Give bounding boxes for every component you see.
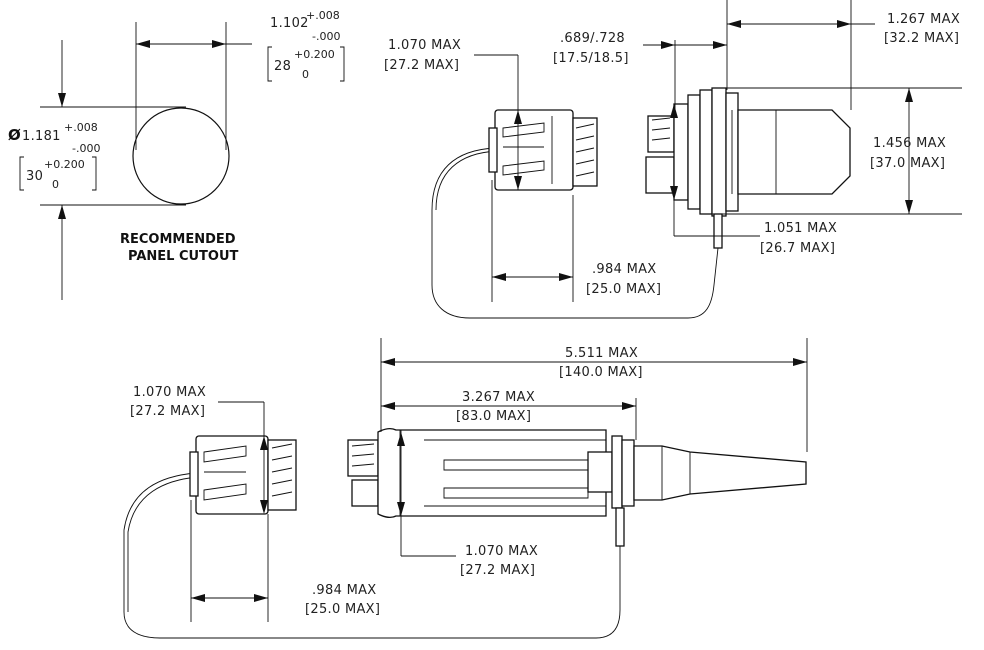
bottom-cap-dia: 1.070 MAX [133, 385, 206, 400]
cutout-label-line2: PANEL CUTOUT [128, 249, 239, 264]
bottom-lanyard [123, 472, 621, 639]
bottom-overall-len-metric: [140.0 MAX] [559, 365, 643, 380]
bottom-body-len: 3.267 MAX [462, 390, 535, 405]
top-cap-len: .984 MAX [592, 262, 657, 277]
cutout-dia-metric-tol-plus: +0.200 [44, 158, 85, 171]
bottom-overall-len: 5.511 MAX [565, 346, 638, 361]
bottom-cap-len: .984 MAX [312, 583, 377, 598]
cutout-dia-metric-nominal: 30 [26, 169, 43, 184]
top-flange-dia-metric: [37.0 MAX] [870, 156, 945, 171]
cutout-dia-metric-tol-minus: 0 [52, 178, 59, 191]
cutout-dia-nominal: 1.181 [22, 129, 61, 144]
bottom-dust-cap [189, 435, 297, 515]
bottom-cap-len-metric: [25.0 MAX] [305, 602, 380, 617]
top-cap-dia-metric: [27.2 MAX] [384, 58, 459, 73]
bottom-plug [347, 428, 807, 547]
cutout-dia-tol-minus: -.000 [72, 142, 100, 155]
top-cap-dia: 1.070 MAX [388, 38, 461, 53]
top-cap-len-metric: [25.0 MAX] [586, 282, 661, 297]
top-panel-range: .689/.728 [560, 31, 625, 46]
cutout-width-metric-tol-minus: 0 [302, 68, 309, 81]
diameter-symbol: Ø [8, 126, 21, 144]
cutout-width-tol-minus: -.000 [312, 30, 340, 43]
bottom-plug-dia: 1.070 MAX [465, 544, 538, 559]
bottom-body-len-metric: [83.0 MAX] [456, 409, 531, 424]
cutout-label-line1: RECOMMENDED [120, 232, 236, 247]
top-rear-len-metric: [32.2 MAX] [884, 31, 959, 46]
panel-cutout-circle [132, 107, 230, 205]
cutout-width-metric-nominal: 28 [274, 59, 291, 74]
top-body-dia: 1.051 MAX [764, 221, 837, 236]
top-lanyard [431, 147, 719, 319]
top-dust-cap [488, 109, 598, 191]
cutout-width-metric-tol-plus: +0.200 [294, 48, 335, 61]
bottom-connector-view: 1.070 MAX [27.2 MAX] .984 MAX [25.0 MAX] [123, 338, 808, 639]
panel-cutout-view: 1.102 +.008 -.000 28 +0.200 0 Ø 1.181 +.… [8, 9, 345, 300]
top-body-dia-metric: [26.7 MAX] [760, 241, 835, 256]
cutout-width-nominal: 1.102 [270, 16, 309, 31]
top-connector-view: 1.070 MAX [27.2 MAX] .984 MAX [25.0 MAX] [384, 0, 962, 319]
cutout-width-tol-plus: +.008 [306, 9, 340, 22]
cutout-dia-tol-plus: +.008 [64, 121, 98, 134]
top-flange-dia: 1.456 MAX [873, 136, 946, 151]
bottom-plug-dia-metric: [27.2 MAX] [460, 563, 535, 578]
top-rear-len: 1.267 MAX [887, 12, 960, 27]
top-panel-range-metric: [17.5/18.5] [553, 51, 629, 66]
bottom-cap-dia-metric: [27.2 MAX] [130, 404, 205, 419]
